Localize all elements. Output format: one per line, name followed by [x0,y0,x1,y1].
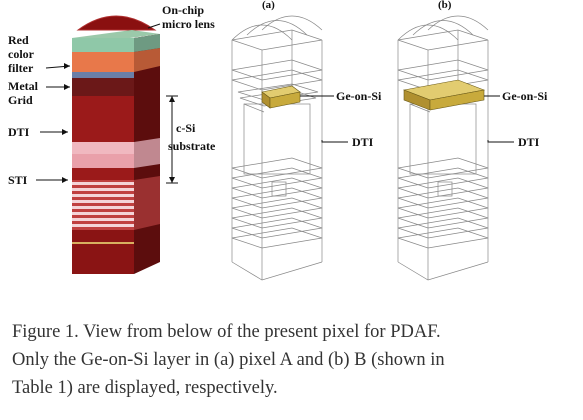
sti-stripes [72,180,134,230]
caption-line-1: Figure 1. View from below of the present… [12,322,441,342]
substrate-mid [72,168,134,180]
gold-line [72,242,134,244]
panel-a-label: (a) [262,0,275,11]
label-microlens-1: On-chip [162,3,204,17]
pink-layer-2 [72,154,134,168]
label-sti: STI [8,173,28,187]
red-color-filter [72,52,134,72]
panel-b-label: (b) [438,0,452,11]
label-metal-2: Grid [8,93,33,107]
figure-caption: Figure 1. View from below of the present… [12,318,577,402]
label-microlens-2: micro lens [162,17,215,31]
label-ge-a: Ge-on-Si [336,89,382,103]
pink-layer-1 [72,142,134,154]
substrate-upper [72,96,134,142]
label-red-1: Red [8,33,29,47]
label-red-2: color [8,47,35,61]
pixel-structure-figure: On-chip micro lens Red color filter Meta… [8,0,548,281]
caption-line-2: Only the Ge-on-Si layer in (a) pixel A a… [12,350,445,370]
pixel-cross-section [72,15,160,274]
micro-lens [76,15,157,31]
panel-a-wireframe [231,15,323,281]
label-red-3: filter [8,61,34,75]
ge-layer-b [402,79,486,111]
mint-layer [72,38,134,52]
label-dti-b: DTI [518,135,540,149]
caption-line-3: Table 1) are displayed, respectively. [12,378,278,398]
ge-layer-a [261,85,301,109]
label-dti-a: DTI [352,135,374,149]
label-ge-b: Ge-on-Si [502,89,548,103]
label-substrate-2: substrate [168,139,216,153]
metal-grid-layer [72,78,134,96]
substrate-bracket [166,95,178,184]
panel-b-wireframe [397,15,489,281]
label-metal-1: Metal [8,79,39,93]
substrate-lower [72,230,134,274]
label-substrate-1: c-Si [176,121,196,135]
blue-layer [72,72,134,78]
label-dti-left: DTI [8,125,30,139]
